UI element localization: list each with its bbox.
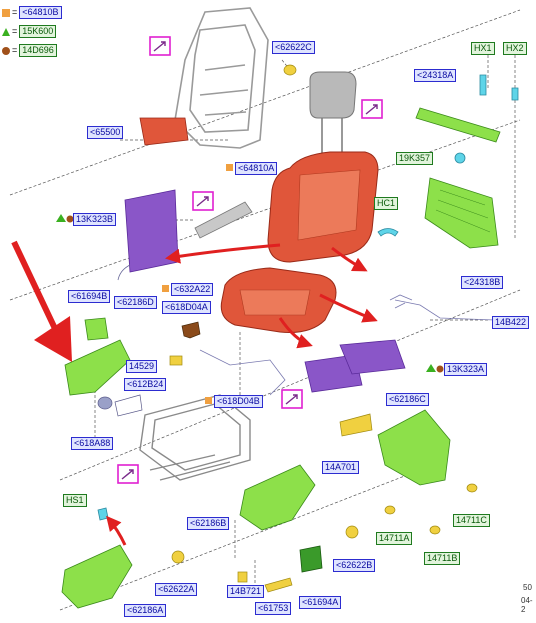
- part-label-13K323A[interactable]: 13K323A: [444, 363, 488, 376]
- part-label-14B422[interactable]: 14B422: [492, 316, 530, 329]
- back-trim-rod: [415, 107, 501, 143]
- big-red-arrow: [11, 240, 72, 362]
- marker-632A22: [162, 285, 169, 292]
- footer-ref-1: 50: [523, 583, 532, 592]
- seat-back-frame: [174, 7, 269, 149]
- marker-13K323B-circ: [66, 215, 74, 223]
- leader-lines: [9, 9, 521, 611]
- headrest: [309, 71, 357, 160]
- part-label-618D04B[interactable]: <618D04B: [214, 395, 263, 408]
- part-label-HC1[interactable]: HC1: [374, 197, 399, 210]
- marker-13K323A-circ: [436, 365, 444, 373]
- part-label-618A88[interactable]: <618A88: [71, 437, 114, 450]
- part-label-14711C[interactable]: 14711C: [453, 514, 490, 527]
- part-label-HX2[interactable]: HX2: [503, 42, 527, 55]
- part-label-14711B[interactable]: 14711B: [424, 552, 461, 565]
- legend-row-3: = 14D696: [2, 44, 57, 57]
- part-label-24318A[interactable]: <24318A: [414, 69, 457, 82]
- heater-mat-back: [117, 189, 179, 281]
- part-label-14711A[interactable]: 14711A: [376, 532, 413, 545]
- small-yellow-parts: [169, 64, 478, 593]
- brackets: [97, 394, 143, 417]
- part-label-HS1[interactable]: HS1: [63, 494, 87, 507]
- part-label-61694A[interactable]: <61694A: [299, 596, 342, 609]
- marker-64810A: [226, 164, 233, 171]
- part-label-14529[interactable]: 14529: [126, 360, 158, 373]
- marker-13K323B-tri: [56, 214, 66, 222]
- square-icon: [2, 8, 10, 17]
- part-label-64810A[interactable]: <64810A: [235, 162, 278, 175]
- heater-mat-seat: [304, 339, 406, 393]
- clips: [97, 74, 519, 521]
- part-label-65500[interactable]: <65500: [87, 126, 124, 139]
- footer-ref-2: 04-2: [521, 596, 533, 614]
- marker-618D04B: [205, 397, 212, 404]
- part-label-612B24[interactable]: <612B24: [124, 378, 167, 391]
- triangle-icon: [2, 27, 10, 36]
- part-label-24318B[interactable]: <24318B: [461, 276, 504, 289]
- part-label-632A22[interactable]: <632A22: [171, 283, 214, 296]
- part-label-62622B[interactable]: <62622B: [333, 559, 376, 572]
- legend-code[interactable]: 14D696: [19, 44, 57, 57]
- part-label-62622C[interactable]: <62622C: [272, 41, 315, 54]
- marker-13K323A-tri: [426, 364, 436, 372]
- back-side-trim: [194, 201, 253, 239]
- circle-icon: [2, 46, 10, 55]
- legend-code[interactable]: 15K600: [19, 25, 57, 38]
- part-label-61694B[interactable]: <61694B: [68, 290, 111, 303]
- legend-row-1: = <64810B: [2, 6, 62, 19]
- part-label-62186D[interactable]: <62186D: [114, 296, 157, 309]
- back-panel-grid: [424, 177, 499, 249]
- part-label-62622A[interactable]: <62622A: [155, 583, 198, 596]
- part-label-HX1[interactable]: HX1: [471, 42, 495, 55]
- part-label-19K357[interactable]: 19K357: [396, 152, 434, 165]
- part-label-62186A[interactable]: <62186A: [124, 604, 167, 617]
- side-shields: [61, 317, 451, 609]
- part-label-14B721[interactable]: 14B721: [227, 585, 265, 598]
- part-label-14A701[interactable]: 14A701: [322, 461, 360, 474]
- part-label-61753[interactable]: <61753: [255, 602, 292, 615]
- connector-bracket: [181, 321, 201, 339]
- lumbar-support: [139, 117, 189, 146]
- seat-cushion: [220, 267, 337, 333]
- part-label-62186C[interactable]: <62186C: [386, 393, 429, 406]
- legend-code[interactable]: <64810B: [19, 6, 62, 19]
- seat-back-cushion: [267, 151, 379, 263]
- part-label-618D04A[interactable]: <618D04A: [162, 301, 211, 314]
- wiring-harness: [199, 294, 496, 396]
- part-label-62186B[interactable]: <62186B: [187, 517, 230, 530]
- legend-row-2: = 15K600: [2, 25, 57, 38]
- callout-pointers: [121, 41, 378, 480]
- red-arrows: [106, 243, 378, 546]
- part-label-13K323B[interactable]: 13K323B: [73, 213, 117, 226]
